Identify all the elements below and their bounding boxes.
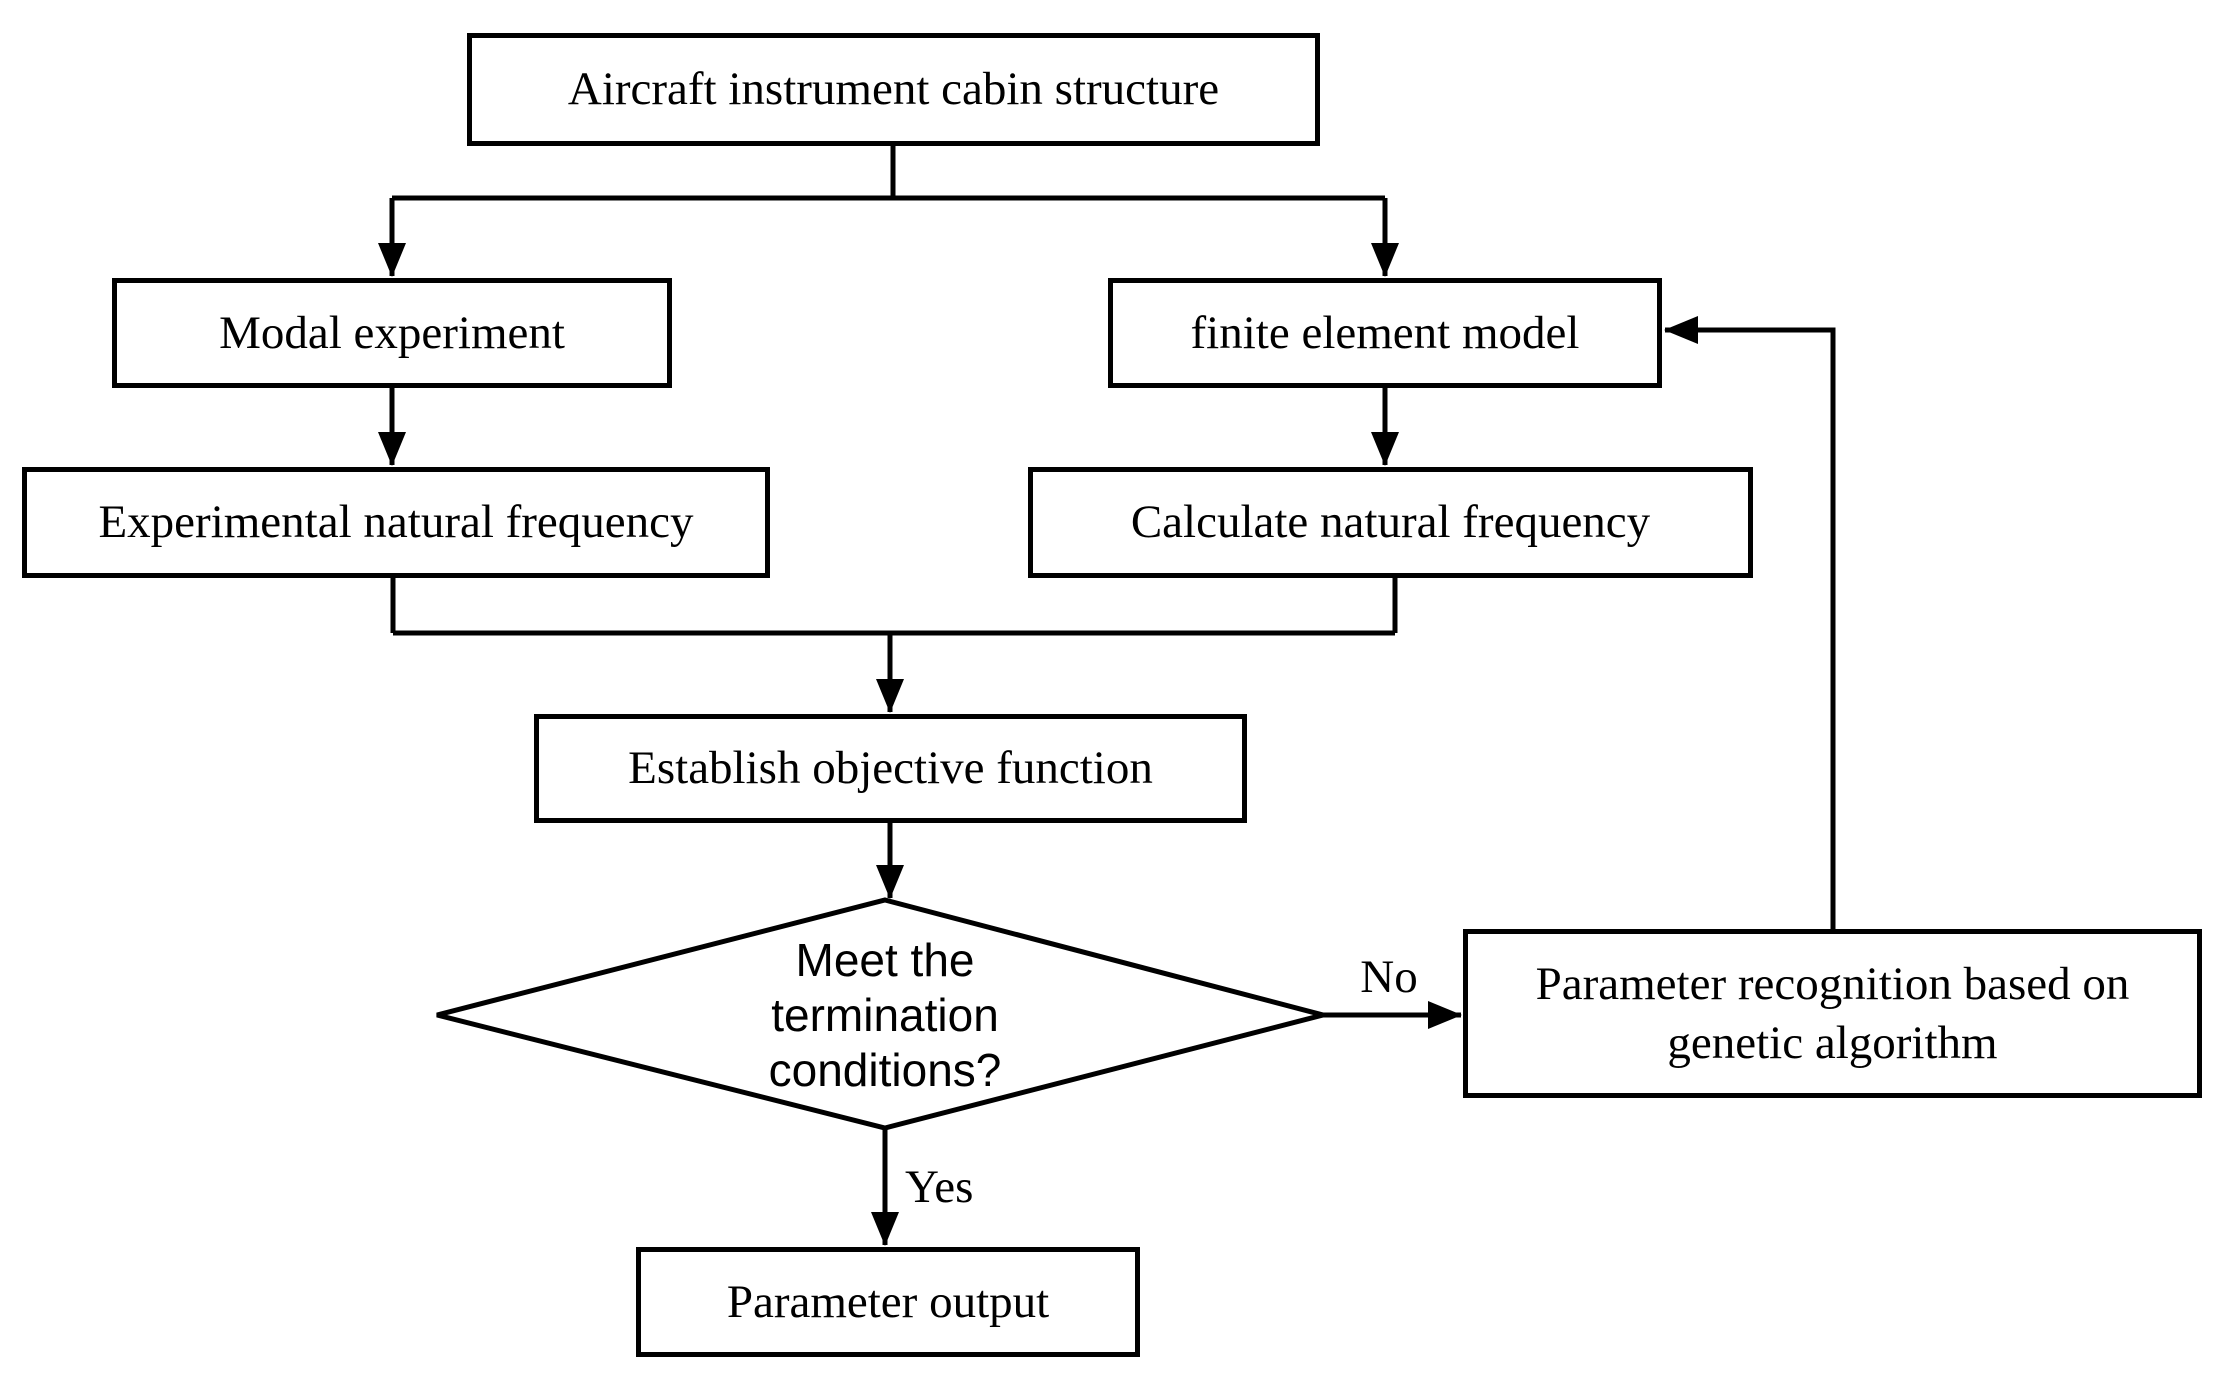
node-parameter-output-label: Parameter output bbox=[726, 1275, 1050, 1328]
node-parameter-recognition-label: Parameter recognition based on genetic a… bbox=[1535, 957, 2130, 1069]
decision-diamond-shape bbox=[436, 897, 1333, 1131]
node-modal-experiment-label: Modal experiment bbox=[219, 306, 565, 359]
node-finite-element-model-label: finite element model bbox=[1190, 306, 1580, 359]
edge-label-no: No bbox=[1360, 951, 1418, 1003]
node-experimental-natural-frequency-label: Experimental natural frequency bbox=[98, 496, 694, 549]
edge-label-yes: Yes bbox=[905, 1161, 974, 1213]
node-experimental-natural-frequency: Experimental natural frequency bbox=[22, 467, 770, 578]
node-modal-experiment: Modal experiment bbox=[112, 278, 672, 388]
node-parameter-recognition: Parameter recognition based on genetic a… bbox=[1463, 929, 2202, 1098]
edge-paramrecog-to-fem bbox=[1664, 316, 1836, 929]
node-establish-objective-function: Establish objective function bbox=[534, 714, 1247, 823]
node-finite-element-model: finite element model bbox=[1108, 278, 1662, 388]
node-aircraft-structure-label: Aircraft instrument cabin structure bbox=[567, 63, 1220, 116]
decision-node-label: Meet the termination conditions? bbox=[768, 934, 1002, 1097]
node-calculate-natural-frequency: Calculate natural frequency bbox=[1028, 467, 1753, 578]
node-establish-objective-function-label: Establish objective function bbox=[628, 742, 1153, 795]
node-calculate-natural-frequency-label: Calculate natural frequency bbox=[1130, 496, 1651, 549]
node-parameter-output: Parameter output bbox=[636, 1247, 1140, 1357]
node-aircraft-structure: Aircraft instrument cabin structure bbox=[467, 33, 1320, 146]
